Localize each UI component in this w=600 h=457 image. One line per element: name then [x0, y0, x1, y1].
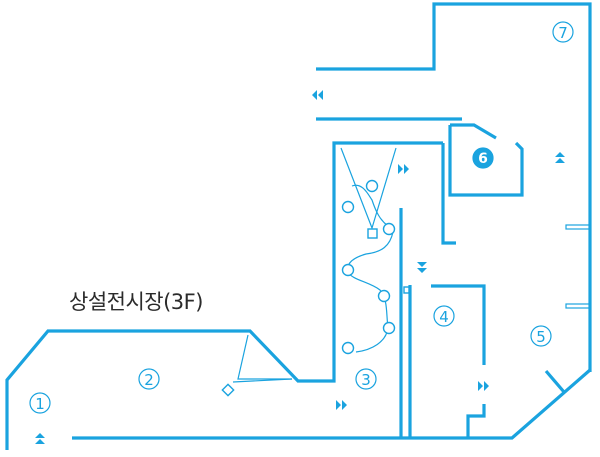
outer-wall-top [316, 2, 592, 372]
display-sightline [232, 378, 293, 383]
display-item [403, 286, 410, 294]
zone-marker-circle [355, 368, 377, 390]
zone-marker-circle [29, 392, 51, 414]
zone-marker-label: 3 [361, 371, 371, 389]
walls [5, 2, 592, 450]
zone-marker-circle [472, 147, 494, 169]
zone-marker-label: 2 [144, 371, 154, 389]
opening-1 [565, 224, 591, 230]
wall-openings [565, 224, 591, 309]
display-sightline [340, 147, 397, 230]
zone-marker-6: 6 [472, 147, 494, 169]
display-item [382, 222, 396, 236]
outer-wall-left [5, 141, 443, 450]
zone-marker-label: 1 [35, 395, 45, 413]
zone-marker-circle [530, 325, 552, 347]
room-2-display [221, 334, 293, 397]
zone-marker-label: 4 [439, 308, 449, 326]
zone-marker-2: 2 [138, 368, 160, 390]
zone-marker-1: 1 [29, 392, 51, 414]
display-item [221, 383, 235, 397]
display-cases [340, 147, 410, 355]
display-item [341, 341, 355, 355]
zone-marker-circle [433, 305, 455, 327]
room-6-entry [450, 123, 497, 140]
double-chevron-left-icon [312, 90, 323, 100]
zone-marker-4: 4 [433, 305, 455, 327]
outer-wall-bottom [72, 368, 592, 440]
zone-marker-5: 5 [530, 325, 552, 347]
partition-4-lower [466, 404, 486, 438]
opening-2 [565, 303, 591, 309]
double-chevron-right-icon [336, 400, 347, 410]
display-item [365, 179, 379, 193]
display-item [377, 289, 391, 303]
room-6-wall [448, 125, 524, 197]
double-chevron-up-icon [35, 433, 45, 444]
zone-marker-label: 6 [478, 151, 488, 167]
display-item [382, 321, 396, 335]
floor-title: 상설전시장(3F) [69, 290, 203, 314]
zone-markers: 1 2 3 4 5 6 7 [29, 21, 574, 414]
zone-marker-label: 7 [558, 24, 568, 42]
zone-marker-circle [138, 368, 160, 390]
wall-stub-5 [544, 369, 566, 394]
double-chevron-down-icon [417, 262, 427, 273]
zone-marker-circle [552, 21, 574, 43]
display-item [341, 263, 355, 277]
partition-4-right [431, 284, 486, 365]
display-item [367, 228, 378, 239]
inner-wall-6 [441, 143, 456, 245]
display-sightline [237, 334, 292, 380]
zone-marker-3: 3 [355, 368, 377, 390]
double-chevron-right-icon [478, 381, 489, 391]
zone-marker-label: 5 [536, 328, 546, 346]
double-chevron-up-icon [555, 152, 565, 163]
display-item [341, 200, 355, 214]
flow-arrows [35, 90, 565, 444]
double-chevron-right-icon [398, 164, 409, 174]
zone-marker-7: 7 [552, 21, 574, 43]
